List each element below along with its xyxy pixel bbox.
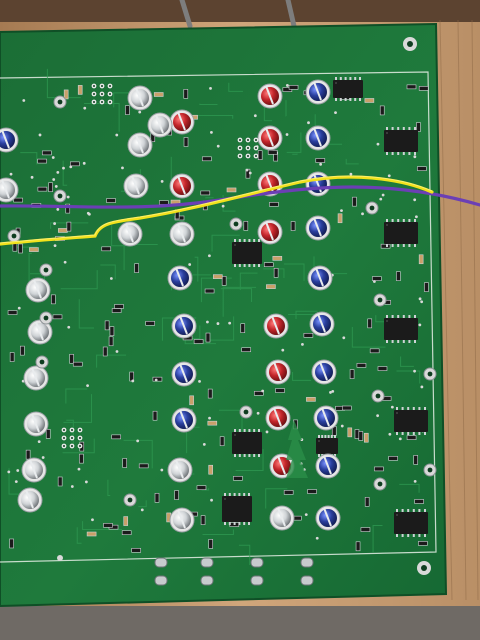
header-pins <box>154 557 314 586</box>
white-led <box>169 221 195 247</box>
red-led <box>265 359 291 385</box>
ic-chip <box>384 127 418 155</box>
white-led <box>27 319 53 345</box>
ic-chips <box>222 77 428 537</box>
wood-top-band <box>0 0 480 22</box>
blue-led <box>309 311 335 337</box>
ic-chip <box>394 509 428 537</box>
blue-led <box>167 265 193 291</box>
white-led <box>23 411 49 437</box>
white-led <box>123 173 149 199</box>
red-led <box>265 405 291 431</box>
blue-led <box>313 405 339 431</box>
red-led <box>263 313 289 339</box>
blue-led <box>0 127 19 153</box>
ic-chip <box>232 429 262 457</box>
leds <box>0 79 341 533</box>
carpet <box>0 606 480 640</box>
white-led <box>17 487 43 513</box>
yellow-wire-highlight <box>0 175 433 244</box>
ic-chip <box>222 493 252 525</box>
red-led <box>257 83 283 109</box>
yellow-wire <box>0 175 434 246</box>
blue-led <box>305 215 331 241</box>
ic-chip <box>333 77 363 101</box>
red-led <box>169 173 195 199</box>
jack-pads <box>7 83 437 507</box>
white-led <box>25 277 51 303</box>
silkscreen-border <box>0 71 437 563</box>
white-led <box>127 132 153 158</box>
blue-led <box>305 125 331 151</box>
ic-chip <box>232 239 262 267</box>
ic-chip <box>394 407 428 435</box>
blue-led <box>171 361 197 387</box>
red-led <box>169 109 195 135</box>
white-led <box>167 457 193 483</box>
screws <box>179 0 297 29</box>
white-led <box>21 457 47 483</box>
white-led <box>127 85 153 111</box>
blue-led <box>311 359 337 385</box>
blue-led <box>315 453 341 479</box>
white-led <box>169 507 195 533</box>
blue-led <box>171 407 197 433</box>
red-led <box>257 125 283 151</box>
white-led <box>147 112 173 138</box>
pcb-traces <box>8 68 421 566</box>
wood-grain <box>439 19 479 601</box>
white-led <box>23 365 49 391</box>
blue-led <box>305 79 331 105</box>
white-led <box>0 177 19 203</box>
blue-led <box>171 313 197 339</box>
mounting-holes <box>57 37 431 575</box>
blue-led <box>305 171 331 197</box>
ground-pour <box>286 420 308 478</box>
red-led <box>257 219 283 245</box>
ic-chip <box>384 219 418 247</box>
white-led <box>269 505 295 531</box>
blue-led <box>315 505 341 531</box>
white-led <box>117 221 143 247</box>
ic-chip <box>384 315 418 343</box>
blue-led <box>307 265 333 291</box>
